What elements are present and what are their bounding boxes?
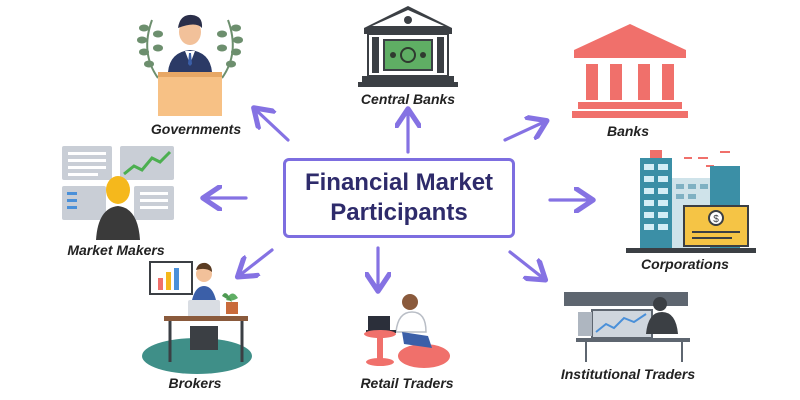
government-official-icon	[137, 14, 243, 116]
corporate-building-icon: $	[626, 150, 756, 253]
arrow-to-institutional-traders	[508, 250, 543, 278]
label-retail-traders: Retail Traders	[360, 375, 454, 391]
center-title-box: Financial Market Participants	[283, 158, 515, 238]
trader-screens-icon	[62, 146, 174, 240]
node-retail-traders: Retail Traders	[352, 292, 462, 398]
label-brokers: Brokers	[168, 375, 222, 391]
label-central-banks: Central Banks	[360, 91, 456, 107]
node-institutional-traders: Institutional Traders	[556, 290, 706, 390]
center-title-line-2: Participants	[330, 199, 468, 226]
arrow-to-brokers	[240, 248, 274, 275]
arrow-to-banks	[503, 122, 544, 142]
node-corporations: $ Corporations	[626, 148, 756, 278]
center-title-line-1: Financial Market	[304, 169, 494, 196]
label-market-makers: Market Makers	[67, 242, 165, 258]
node-brokers: Brokers	[140, 258, 255, 398]
label-banks: Banks	[606, 123, 650, 139]
node-market-makers: Market Makers	[58, 144, 178, 264]
node-central-banks: Central Banks	[358, 4, 458, 107]
retail-trader-icon	[364, 294, 450, 368]
svg-text:$: $	[713, 214, 719, 225]
node-banks: Banks	[570, 18, 690, 139]
node-governments: Governments	[130, 8, 250, 137]
label-institutional-traders: Institutional Traders	[560, 366, 696, 382]
label-governments: Governments	[150, 121, 242, 137]
arrow-to-governments	[256, 110, 290, 142]
institutional-trader-icon	[564, 292, 690, 362]
central-bank-icon	[358, 6, 458, 87]
broker-desk-icon	[142, 261, 252, 374]
label-corporations: Corporations	[641, 256, 729, 272]
bank-building-icon	[572, 24, 688, 118]
